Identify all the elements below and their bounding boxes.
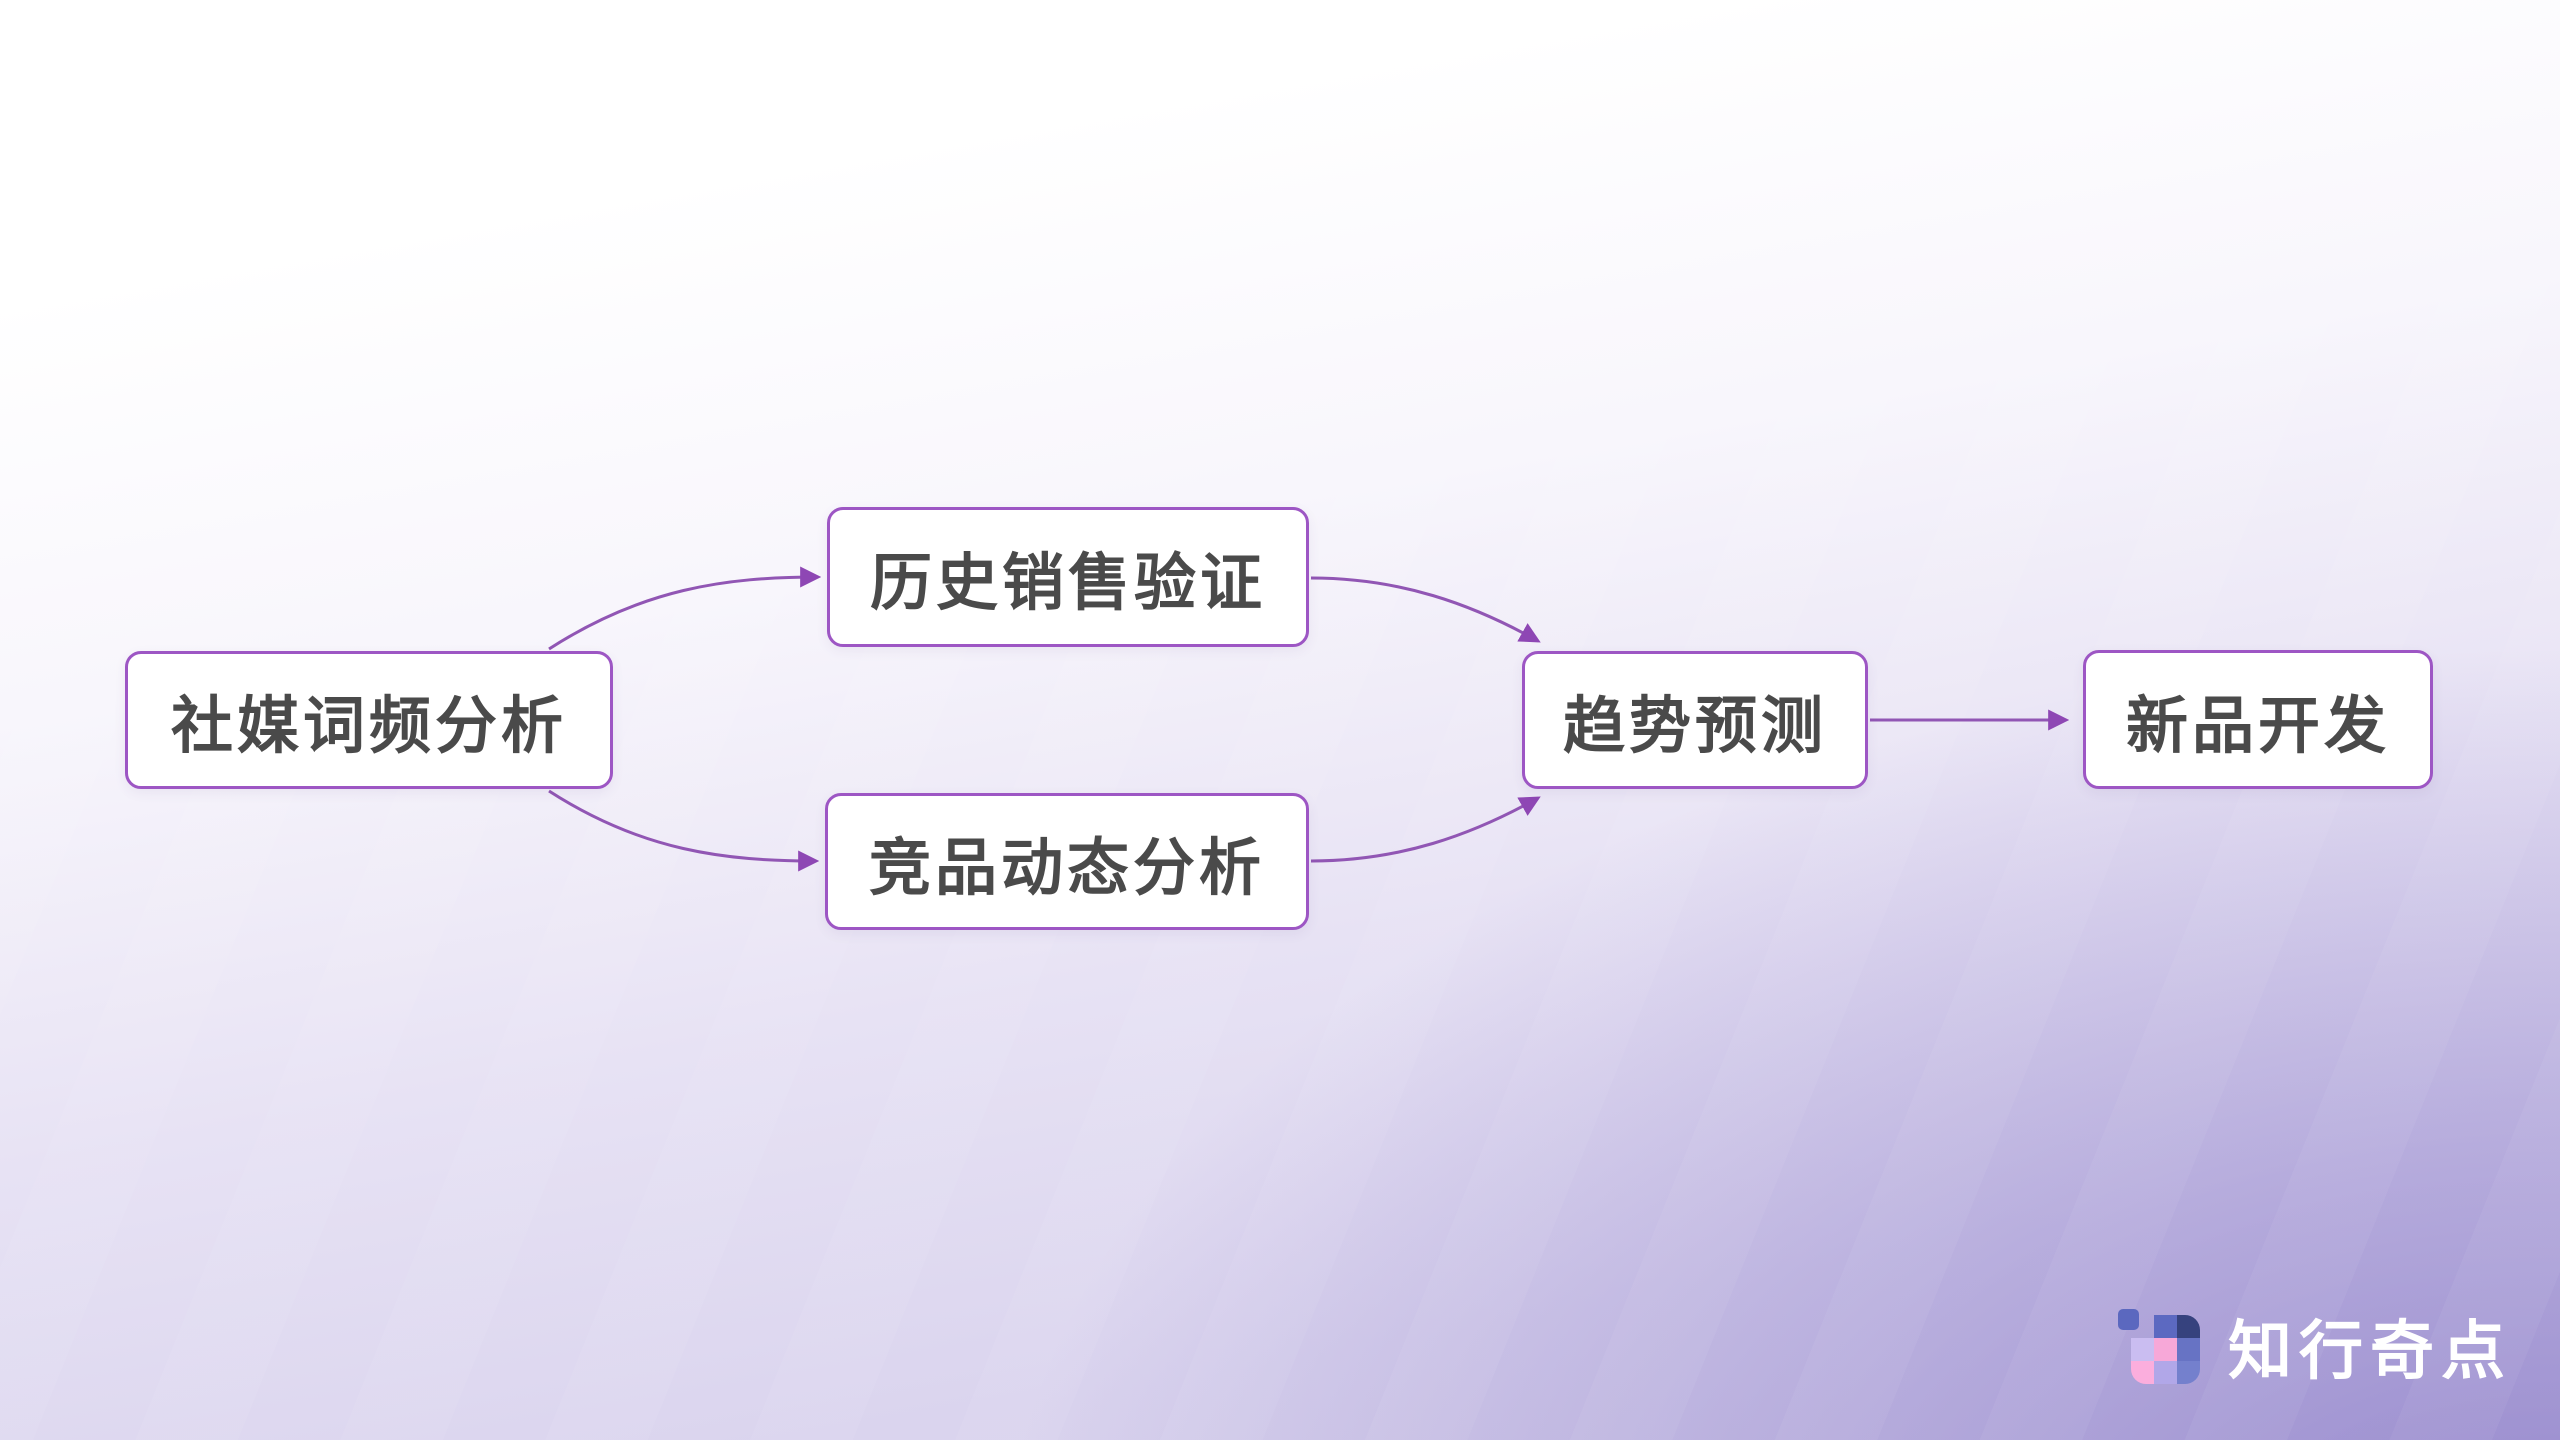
flow-node-trend-forecast: 趋势预测 — [1522, 651, 1868, 789]
edge-competitor-to-trend — [1310, 796, 1541, 863]
logo-grid — [2131, 1314, 2200, 1384]
brand-logo: 知行奇点 — [2118, 1300, 2512, 1392]
logo-cell-mid-right — [2177, 1337, 2200, 1361]
edge-social-to-competitor — [548, 789, 820, 872]
logo-cell-bottom-right — [2177, 1360, 2200, 1384]
logo-cell-bottom-left — [2131, 1360, 2154, 1384]
flow-node-social-word-frequency: 社媒词频分析 — [125, 651, 613, 789]
flow-node-competitor-dynamics-analysis: 竞品动态分析 — [825, 793, 1309, 930]
logo-cell-mid-center — [2154, 1337, 2177, 1361]
pixel-grid-icon — [2118, 1308, 2200, 1384]
logo-chip-square — [2118, 1308, 2139, 1330]
brand-logo-text: 知行奇点 — [2228, 1315, 2512, 1389]
flow-node-historical-sales-validation: 历史销售验证 — [827, 507, 1309, 647]
logo-cell-top-mid — [2154, 1314, 2177, 1338]
logo-cell-top-right — [2177, 1314, 2200, 1338]
logo-cell-bottom-center — [2154, 1360, 2177, 1384]
flow-node-new-product-development: 新品开发 — [2083, 650, 2433, 789]
edge-sales-to-trend — [1310, 576, 1541, 643]
logo-cell-mid-left — [2131, 1337, 2154, 1361]
edge-social-to-sales — [548, 566, 822, 651]
